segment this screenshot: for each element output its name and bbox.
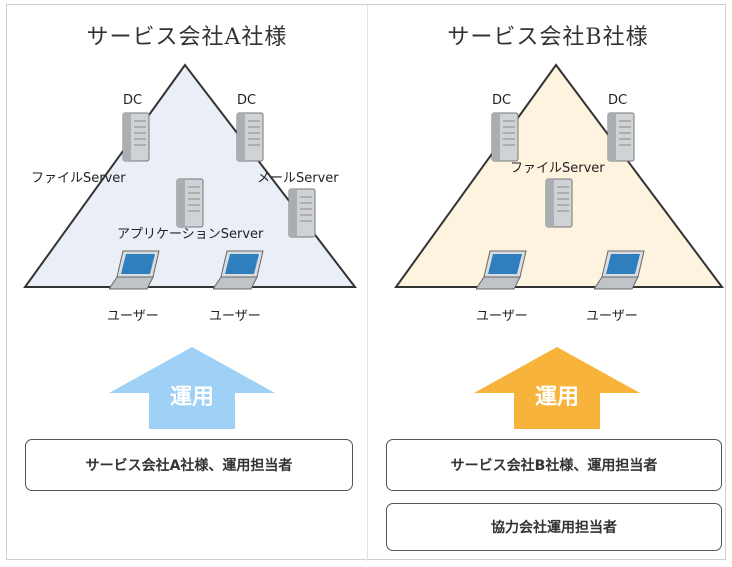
triangle-a-shape: [23, 63, 358, 288]
mail-server-label: メールServer: [257, 171, 339, 186]
operator-box-a: サービス会社A社様、運用担当者: [25, 439, 353, 491]
arrow-a-label: 運用: [169, 385, 214, 410]
server-icon: [545, 178, 573, 228]
triangle-b: [394, 63, 724, 288]
panel-a-title: サービス会社A社様: [86, 25, 288, 50]
laptop-icon: [213, 250, 264, 290]
laptop-icon: [476, 250, 527, 290]
panel-b-title: サービス会社B社様: [447, 25, 649, 50]
user-label-left: ユーザー: [476, 309, 528, 324]
server-icon: [607, 112, 635, 162]
server-icon: [491, 112, 519, 162]
triangle-a: [23, 63, 358, 288]
user-label-left: ユーザー: [107, 309, 159, 324]
dc-label-left: DC: [492, 93, 512, 108]
dc-label-right: DC: [237, 93, 257, 108]
triangle-b-shape: [394, 63, 724, 288]
file-server-label: ファイルServer: [31, 171, 126, 186]
dc-label-right: DC: [608, 93, 628, 108]
user-label-right: ユーザー: [586, 309, 638, 324]
server-icon: [236, 112, 264, 162]
server-icon: [288, 188, 316, 238]
laptop-icon: [109, 250, 160, 290]
partner-operator-box: 協力会社運用担当者: [386, 503, 722, 551]
panel-company-b: サービス会社B社様: [367, 5, 728, 561]
arrow-b-label: 運用: [534, 385, 579, 410]
diagram-frame: サービス会社A社様: [6, 4, 728, 561]
dc-label-left: DC: [123, 93, 143, 108]
operation-arrow-b: [474, 347, 640, 429]
server-icon: [122, 112, 150, 162]
app-server-label: アプリケーションServer: [117, 227, 264, 242]
operation-arrow-a: [109, 347, 275, 429]
server-icon: [176, 178, 204, 228]
laptop-icon: [594, 250, 645, 290]
operator-box-b: サービス会社B社様、運用担当者: [386, 439, 722, 491]
file-server-label: ファイルServer: [510, 161, 605, 176]
user-label-right: ユーザー: [209, 309, 261, 324]
panel-company-a: サービス会社A社様: [7, 5, 367, 561]
